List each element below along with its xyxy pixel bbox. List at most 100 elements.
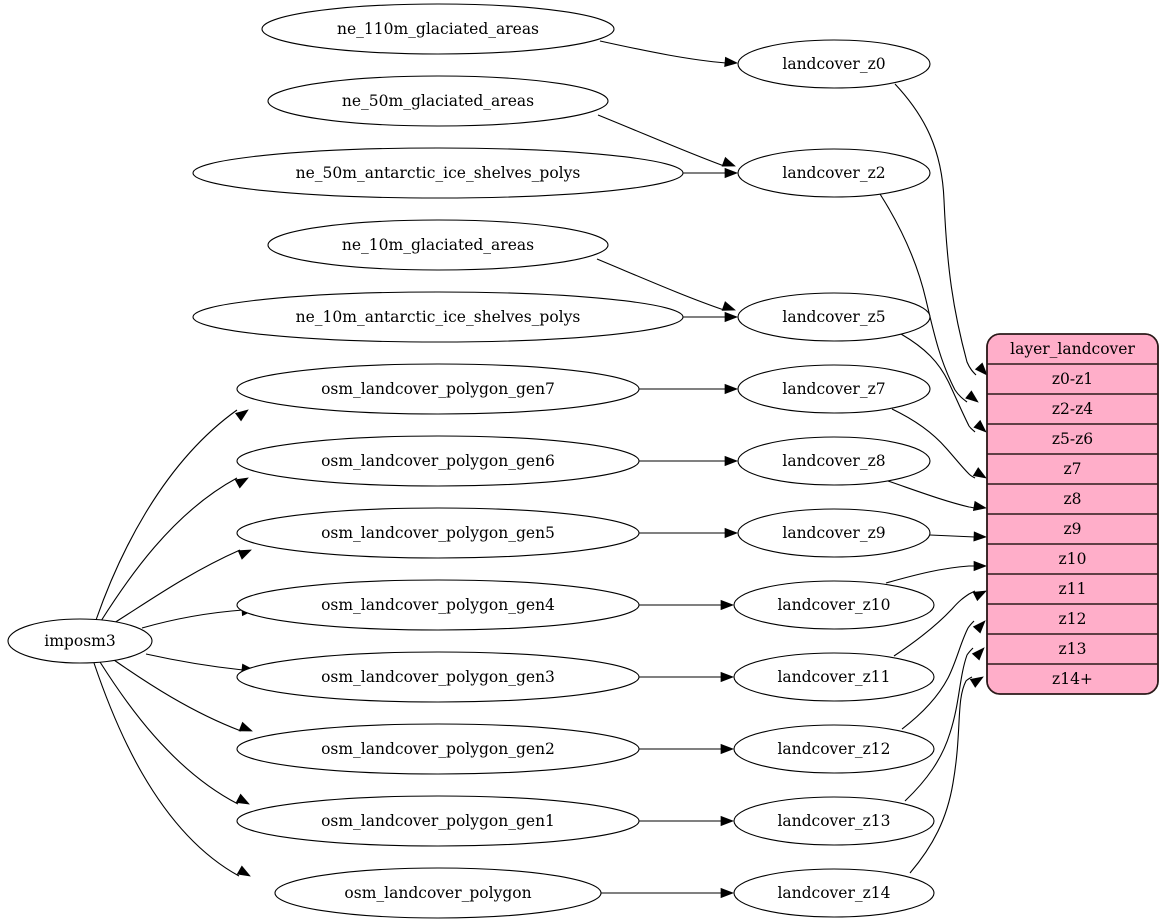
node-landcover_z2[interactable]: landcover_z2 <box>737 148 931 198</box>
node-ne_10m_antarctic_ice_shelves_polys[interactable]: ne_10m_antarctic_ice_shelves_polys <box>192 291 684 343</box>
node-label-landcover_z11: landcover_z11 <box>777 668 890 686</box>
node-shape-osm_landcover_polygon <box>274 867 602 919</box>
nodes-layer: imposm3 ne_110m_glaciated_areas ne_50m_gla… <box>7 3 935 919</box>
node-shape-osm_landcover_polygon_gen7 <box>236 363 640 415</box>
node-shape-ne_50m_antarctic_ice_shelves_polys <box>192 147 684 199</box>
node-label-ne_50m_glaciated_areas: ne_50m_glaciated_areas <box>342 92 534 110</box>
arrowhead <box>721 156 736 167</box>
edge-landcover_z5-to-table_row_2 <box>900 333 976 433</box>
node-ne_50m_glaciated_areas[interactable]: ne_50m_glaciated_areas <box>267 75 609 127</box>
arrowhead <box>235 409 249 422</box>
node-label-landcover_z8: landcover_z8 <box>782 452 885 470</box>
table-row-label-z11: z11 <box>1059 580 1087 598</box>
node-landcover_z8[interactable]: landcover_z8 <box>737 436 931 486</box>
node-landcover_z11[interactable]: landcover_z11 <box>733 652 935 702</box>
node-label-osm_landcover_polygon_gen1: osm_landcover_polygon_gen1 <box>321 812 555 830</box>
table-row-label-z0-z1: z0-z1 <box>1052 370 1093 388</box>
table-header-label: layer_landcover <box>1010 340 1135 358</box>
edges-layer <box>93 40 988 899</box>
node-label-landcover_z7: landcover_z7 <box>782 380 885 398</box>
node-shape-landcover_z13 <box>733 796 935 846</box>
node-osm_landcover_polygon_gen6[interactable]: osm_landcover_polygon_gen6 <box>236 435 640 487</box>
edge-landcover_z0-to-table_row_0 <box>894 83 977 376</box>
edge-ne_50m_glaciated_areas-to-landcover_z2 <box>597 114 725 167</box>
node-shape-landcover_z12 <box>733 724 935 774</box>
arrowhead <box>724 383 738 395</box>
node-ne_10m_glaciated_areas[interactable]: ne_10m_glaciated_areas <box>267 219 609 271</box>
arrowhead <box>720 671 734 683</box>
table-row-label-z12: z12 <box>1059 610 1087 628</box>
table-row-label-z8: z8 <box>1063 490 1081 508</box>
edge-imposm3-to-osm_landcover_polygon_gen6 <box>100 477 238 622</box>
node-label-landcover_z0: landcover_z0 <box>782 55 885 73</box>
arrowhead <box>720 887 734 899</box>
table-outline <box>986 333 1159 695</box>
edge-imposm3-to-osm_landcover_polygon <box>93 662 240 877</box>
arrowhead <box>972 620 986 634</box>
node-shape-osm_landcover_polygon_gen6 <box>236 435 640 487</box>
edge-imposm3-to-osm_landcover_polygon_gen3 <box>145 653 244 671</box>
node-label-landcover_z2: landcover_z2 <box>782 164 885 182</box>
node-shape-landcover_z14 <box>733 868 935 918</box>
node-label-osm_landcover_polygon_gen7: osm_landcover_polygon_gen7 <box>321 380 555 398</box>
edge-landcover_z10-to-table_row_6 <box>885 565 975 584</box>
arrowhead <box>724 527 738 539</box>
node-landcover_z14[interactable]: landcover_z14 <box>733 868 935 918</box>
node-osm_landcover_polygon_gen7[interactable]: osm_landcover_polygon_gen7 <box>236 363 640 415</box>
node-label-ne_10m_glaciated_areas: ne_10m_glaciated_areas <box>342 236 534 254</box>
arrowhead <box>965 390 979 403</box>
edge-imposm3-to-osm_landcover_polygon_gen1 <box>99 661 239 805</box>
node-ne_50m_antarctic_ice_shelves_polys[interactable]: ne_50m_antarctic_ice_shelves_polys <box>192 147 684 199</box>
node-ne_110m_glaciated_areas[interactable]: ne_110m_glaciated_areas <box>261 3 615 55</box>
arrowhead <box>973 560 987 572</box>
arrowhead <box>969 676 984 688</box>
node-landcover_z12[interactable]: landcover_z12 <box>733 724 935 774</box>
node-label-landcover_z10: landcover_z10 <box>777 596 890 614</box>
arrowhead <box>972 467 987 479</box>
arrowhead <box>973 531 987 542</box>
table-row-label-z10: z10 <box>1059 550 1087 568</box>
node-imposm3[interactable]: imposm3 <box>7 618 153 664</box>
node-osm_landcover_polygon[interactable]: osm_landcover_polygon <box>274 867 602 919</box>
table-row-label-z5-z6: z5-z6 <box>1052 430 1093 448</box>
node-label-ne_110m_glaciated_areas: ne_110m_glaciated_areas <box>337 20 539 38</box>
node-osm_landcover_polygon_gen1[interactable]: osm_landcover_polygon_gen1 <box>236 795 640 847</box>
node-osm_landcover_polygon_gen2[interactable]: osm_landcover_polygon_gen2 <box>236 723 640 775</box>
arrowhead <box>974 362 988 376</box>
node-shape-landcover_z0 <box>737 39 931 89</box>
arrowhead <box>720 599 734 611</box>
arrowhead <box>720 743 734 755</box>
arrowhead <box>237 549 252 560</box>
node-shape-osm_landcover_polygon_gen4 <box>236 579 640 631</box>
node-label-landcover_z14: landcover_z14 <box>777 884 890 902</box>
node-osm_landcover_polygon_gen5[interactable]: osm_landcover_polygon_gen5 <box>236 507 640 559</box>
node-landcover_z9[interactable]: landcover_z9 <box>737 508 931 558</box>
edge-ne_10m_glaciated_areas-to-landcover_z5 <box>596 258 725 311</box>
layer-landcover-table[interactable]: layer_landcoverz0-z1z2-z4z5-z6z7z8z9z10z… <box>986 333 1159 695</box>
table-row-label-z13: z13 <box>1059 640 1087 658</box>
node-label-landcover_z12: landcover_z12 <box>777 740 890 758</box>
node-osm_landcover_polygon_gen4[interactable]: osm_landcover_polygon_gen4 <box>236 579 640 631</box>
edge-imposm3-to-osm_landcover_polygon_gen2 <box>113 659 242 732</box>
node-shape-osm_landcover_polygon_gen1 <box>236 795 640 847</box>
arrowhead <box>724 167 738 179</box>
node-shape-imposm3 <box>7 618 153 664</box>
node-shape-osm_landcover_polygon_gen2 <box>236 723 640 775</box>
edge-landcover_z12-to-table_row_8 <box>901 620 975 730</box>
arrowhead <box>973 419 987 433</box>
node-landcover_z10[interactable]: landcover_z10 <box>733 580 935 630</box>
node-landcover_z0[interactable]: landcover_z0 <box>737 39 931 89</box>
node-osm_landcover_polygon_gen3[interactable]: osm_landcover_polygon_gen3 <box>236 651 640 703</box>
node-landcover_z13[interactable]: landcover_z13 <box>733 796 935 846</box>
node-landcover_z7[interactable]: landcover_z7 <box>737 364 931 414</box>
node-landcover_z5[interactable]: landcover_z5 <box>737 292 931 342</box>
node-label-osm_landcover_polygon_gen3: osm_landcover_polygon_gen3 <box>321 668 555 686</box>
node-shape-ne_110m_glaciated_areas <box>261 3 615 55</box>
arrowhead <box>721 301 736 311</box>
edge-landcover_z11-to-table_row_7 <box>893 590 976 657</box>
edge-landcover_z13-to-table_row_9 <box>904 647 974 802</box>
node-shape-osm_landcover_polygon_gen3 <box>236 651 640 703</box>
node-shape-landcover_z7 <box>737 364 931 414</box>
node-shape-ne_50m_glaciated_areas <box>267 75 609 127</box>
